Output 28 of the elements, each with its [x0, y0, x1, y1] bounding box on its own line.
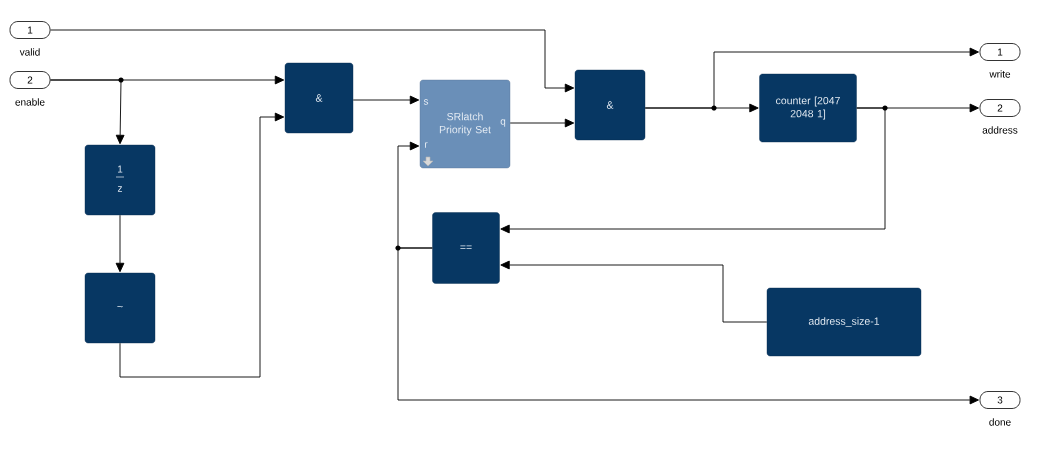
function-block: ~ — [84, 272, 156, 344]
connector-arrow — [500, 107, 886, 234]
connector-arrow — [49, 29, 575, 93]
connector-arrow — [509, 118, 575, 128]
port-label: address — [982, 126, 1018, 134]
port-terminal: 1 — [9, 21, 51, 39]
port-label: done — [989, 418, 1011, 426]
function-block: address_size-1 — [766, 287, 922, 357]
port-label: write — [989, 70, 1011, 78]
function-block: & — [284, 62, 354, 134]
port-label: valid — [19, 48, 40, 56]
connector-arrow — [119, 112, 285, 378]
connector-arrow — [115, 214, 125, 273]
port-terminal: 3 — [979, 391, 1021, 409]
port-terminal: 2 — [9, 71, 51, 89]
connector-arrow — [49, 79, 125, 145]
port-label: enable — [15, 98, 45, 106]
connector-arrow — [352, 95, 420, 105]
latch-block: SRlatch Priority Set s q r — [419, 79, 511, 169]
connector-arrow — [397, 247, 979, 405]
port-terminal: 2 — [979, 99, 1021, 117]
connector-arrow — [500, 260, 768, 323]
function-block: == — [432, 212, 500, 284]
function-block: & — [574, 69, 646, 141]
function-block: counter [2047 2048 1] — [759, 73, 857, 143]
connector-arrow — [644, 47, 979, 109]
delay-block: 1 z — [84, 144, 156, 216]
port-terminal: 1 — [979, 43, 1021, 61]
